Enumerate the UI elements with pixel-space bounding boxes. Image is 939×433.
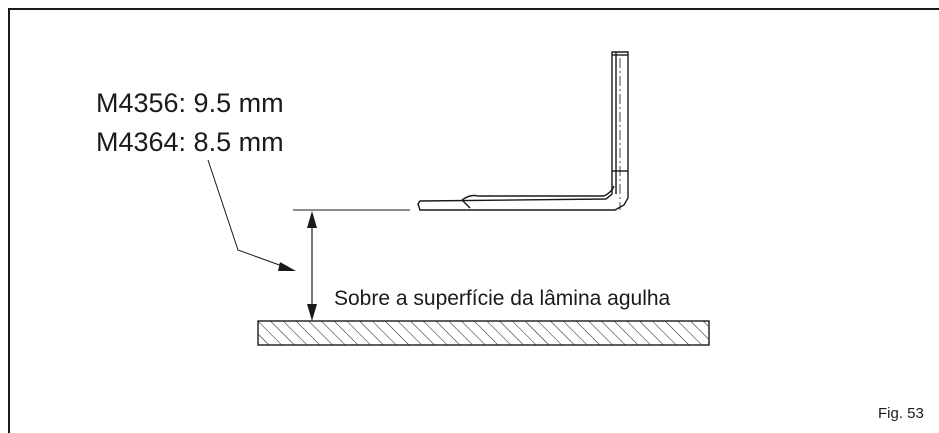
surface-label: Sobre a superfície da lâmina agulha: [334, 287, 671, 310]
needle-plate-surface: [257, 320, 710, 346]
leader-line: [207, 159, 296, 271]
presser-foot: [417, 51, 629, 211]
spec-line-m4356: M4356: 9.5 mm: [96, 88, 284, 118]
figure-number: Fig. 53: [878, 405, 924, 422]
figure-frame: [8, 8, 939, 433]
spec-line-m4364: M4364: 8.5 mm: [96, 127, 284, 157]
height-dimension: [307, 211, 317, 321]
